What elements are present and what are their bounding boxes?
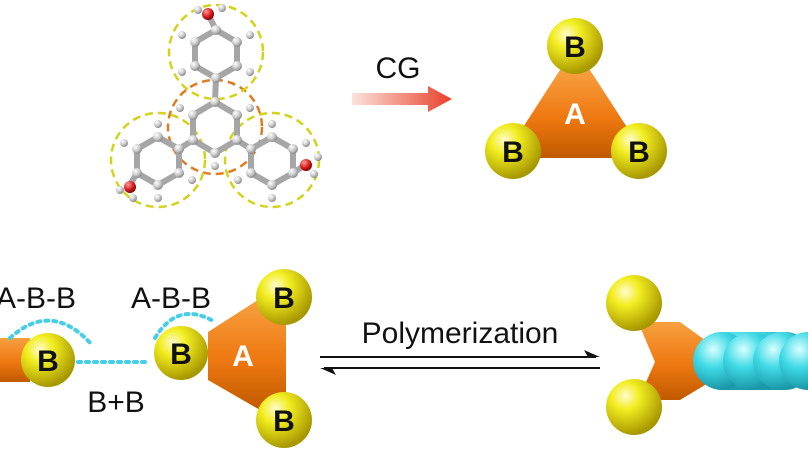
cg-arrow	[352, 86, 452, 112]
bead-b-label-bottom-top: B	[273, 282, 295, 315]
bead-b-label-top: B	[564, 31, 586, 64]
bead-a-core	[518, 70, 632, 158]
bead-a-label-bottom: A	[232, 340, 254, 373]
bead-b-label-left-end: B	[37, 345, 59, 378]
cg-arrow-group: CG	[352, 52, 452, 112]
bead-b-bottom-bond	[154, 326, 208, 380]
benzene-ring-right	[248, 134, 296, 188]
bead-b-left-end	[21, 333, 75, 387]
benzene-ring-left	[134, 134, 182, 188]
chain-label-left: A-B-B	[0, 282, 76, 315]
polymer-bead-b-top	[606, 275, 662, 331]
dotted-arc-right	[153, 312, 217, 340]
polymer-cyan-bead-4	[779, 332, 808, 390]
bead-b-right	[611, 123, 667, 179]
bead-b-label-bottom-lower: B	[273, 405, 295, 438]
polymerization-arrows: Polymerization	[320, 317, 600, 375]
benzene-ring-core	[190, 99, 240, 156]
dashed-circle-arm-top	[167, 3, 265, 101]
bead-b-label-right: B	[628, 136, 650, 169]
hydrogen-atoms	[116, 4, 322, 202]
bead-a-core-bottom	[208, 300, 286, 410]
reverse-arrow-head	[320, 368, 336, 375]
chain-label-right: A-B-B	[131, 282, 211, 315]
polymer-bead-a-core	[638, 322, 705, 400]
carbon-atoms	[132, 25, 298, 190]
oxygen-atoms	[124, 8, 312, 193]
dotted-arc-left	[8, 318, 94, 347]
bead-a-label: A	[564, 98, 586, 131]
bead-b-bottom-top	[256, 269, 312, 325]
bead-b-left	[485, 123, 541, 179]
cg-bead-model: A B B B	[485, 18, 667, 179]
bead-b-bottom-lower	[256, 392, 312, 448]
cg-label: CG	[376, 52, 421, 85]
bead-b-top	[547, 18, 603, 74]
bond-formation-scheme: B A B B B A-B-B A-B-B B+B	[0, 269, 312, 448]
polymer-bead-b-bottom	[606, 379, 662, 435]
bond-label: B+B	[87, 386, 145, 419]
forward-arrow-head	[584, 350, 600, 357]
polymerization-label: Polymerization	[362, 317, 559, 350]
dashed-circle-arm-left	[109, 111, 207, 209]
benzene-ring-top	[192, 27, 240, 81]
bead-b-label-left: B	[502, 136, 524, 169]
molecule-structure	[109, 3, 322, 209]
polymer-product	[606, 275, 808, 435]
bead-b-label-bottom-bond: B	[170, 338, 192, 371]
